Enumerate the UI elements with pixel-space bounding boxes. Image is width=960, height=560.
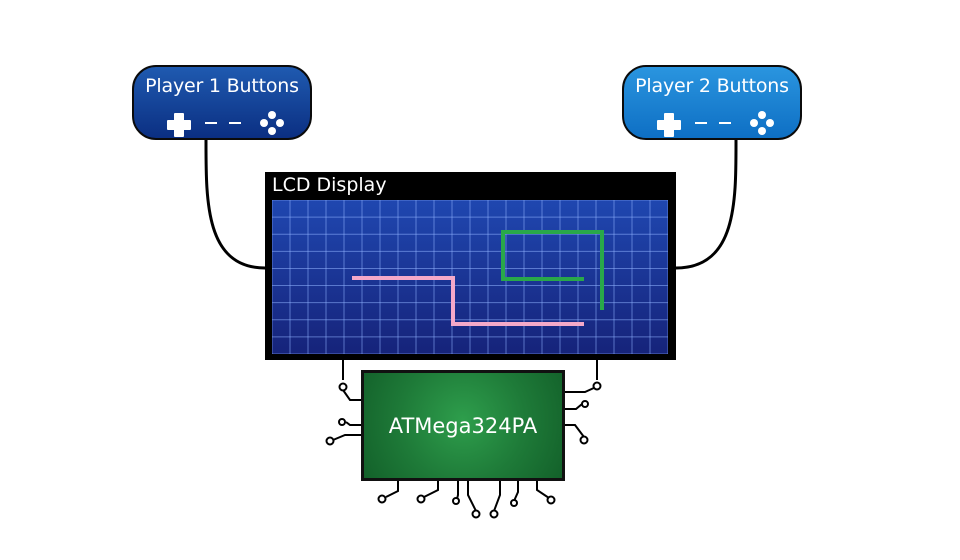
player1-controller: Player 1 Buttons [132, 65, 312, 140]
player1-label: Player 1 Buttons [145, 75, 299, 97]
dpad-icon [657, 113, 681, 137]
wire-player1-to-lcd [204, 139, 266, 270]
buttons-icon [260, 111, 284, 135]
player2-label: Player 2 Buttons [635, 75, 789, 97]
lcd-display: LCD Display [265, 172, 676, 360]
player2-controller: Player 2 Buttons [622, 65, 802, 140]
wire-player2-to-lcd [675, 139, 738, 270]
buttons-icon [750, 111, 774, 135]
pin-pads [325, 381, 602, 519]
chip-label: ATMega324PA [388, 413, 538, 438]
player2-icons [657, 111, 774, 137]
lcd-screen [272, 200, 668, 354]
dpad-icon [167, 113, 191, 137]
lcd-title: LCD Display [272, 174, 387, 196]
green-snake-trace [501, 230, 604, 310]
pink-snake-trace [352, 276, 584, 326]
atmega-chip: ATMega324PA [361, 370, 565, 481]
player1-icons [167, 111, 284, 137]
